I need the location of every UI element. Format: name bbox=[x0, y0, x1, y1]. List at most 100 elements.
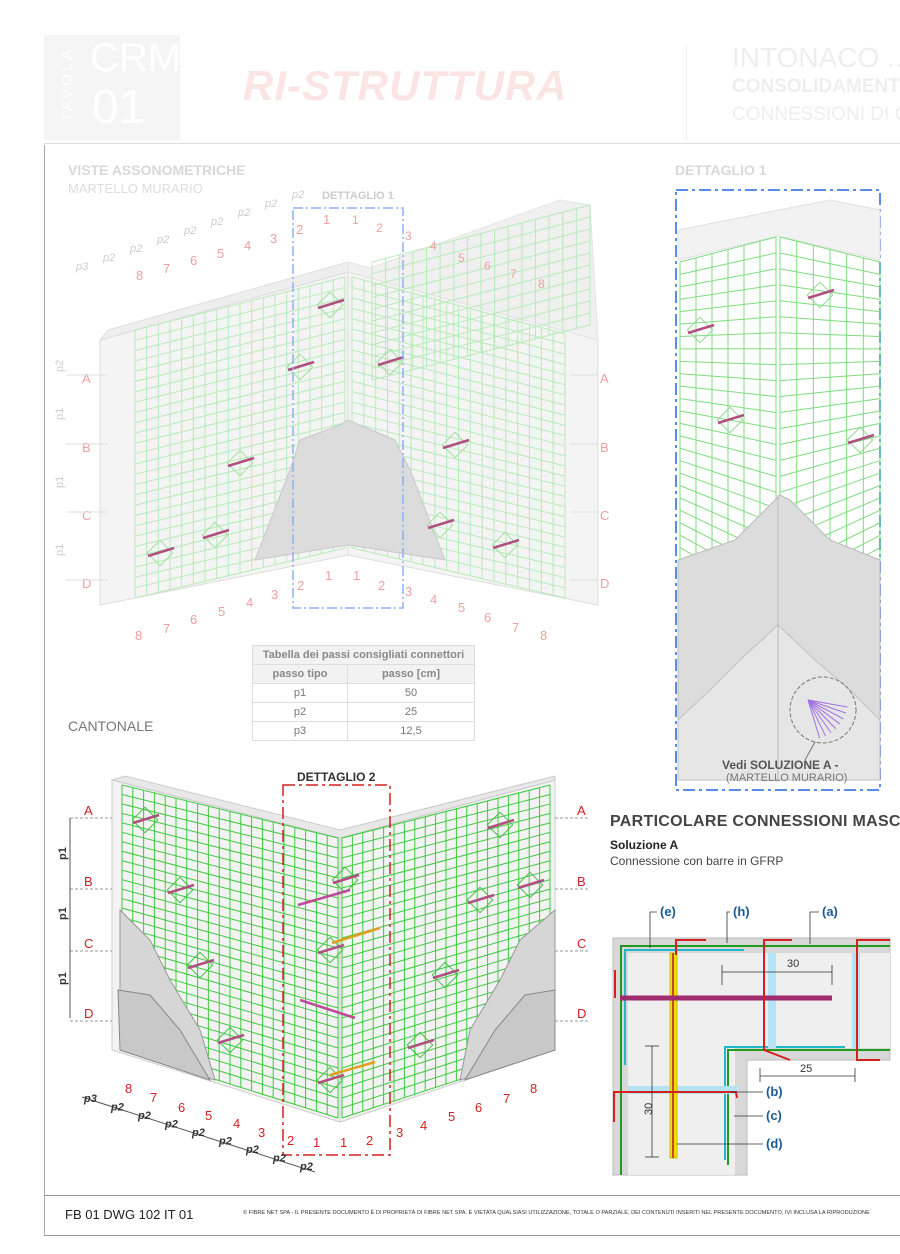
row-label-right: C bbox=[577, 936, 586, 951]
grid-line bbox=[351, 307, 566, 365]
grid-line bbox=[679, 385, 777, 398]
fiber-fan bbox=[807, 699, 821, 739]
gfrp-bar bbox=[227, 456, 255, 468]
table-caption: Tabella dei passi consigliati connettori bbox=[252, 645, 475, 665]
column-number-top: 7 bbox=[510, 267, 517, 281]
grid-line bbox=[134, 349, 346, 403]
column-number: 7 bbox=[150, 1090, 157, 1105]
mesh-back bbox=[371, 204, 591, 381]
column-number: 1 bbox=[353, 568, 360, 583]
grid-line bbox=[679, 460, 777, 493]
drawing-code: FB 01 DWG 102 IT 01 bbox=[65, 1207, 194, 1222]
detail2-label: DETTAGLIO 2 bbox=[297, 770, 376, 784]
pitch-label-vertical: p1 bbox=[54, 544, 66, 556]
grid-line bbox=[679, 316, 777, 325]
detail-callout-circle bbox=[789, 676, 857, 744]
pitch-label-vertical: p2 bbox=[54, 360, 66, 372]
grid-line bbox=[121, 831, 339, 889]
gfrp-bar bbox=[132, 813, 160, 825]
connector-anchor bbox=[131, 806, 159, 834]
grid-line bbox=[121, 822, 339, 879]
grid-line bbox=[779, 316, 881, 325]
grid-line bbox=[341, 841, 551, 899]
pitch-label-bottom: p2 bbox=[245, 1144, 259, 1156]
grid-line bbox=[779, 360, 881, 366]
gfrp-bar bbox=[847, 433, 875, 445]
column-number-top: 8 bbox=[538, 277, 545, 291]
component-label: (h) bbox=[733, 904, 750, 919]
gfrp-bar bbox=[407, 1038, 435, 1050]
gfrp-bar bbox=[317, 1073, 345, 1085]
grid-line bbox=[121, 888, 339, 949]
detail1-title: DETTAGLIO 1 bbox=[675, 162, 767, 178]
grid-line bbox=[779, 236, 881, 263]
grid-line bbox=[779, 422, 881, 445]
bar-hook bbox=[675, 939, 706, 955]
gfrp-bar bbox=[167, 883, 195, 895]
grid-line bbox=[351, 286, 566, 345]
gfrp-bar bbox=[377, 355, 405, 367]
grid-line bbox=[121, 784, 339, 839]
connector-anchor bbox=[716, 406, 744, 434]
gfrp-bar bbox=[299, 998, 356, 1020]
column-number: 1 bbox=[313, 1135, 320, 1150]
pitch-label-bottom: p2 bbox=[299, 1161, 313, 1173]
grid-line bbox=[779, 252, 881, 275]
grid-line bbox=[679, 422, 777, 445]
column-number: 8 bbox=[530, 1081, 537, 1096]
header-rule bbox=[44, 143, 900, 144]
grid-line bbox=[351, 339, 566, 396]
grid-line bbox=[779, 447, 881, 477]
row-label-left: D bbox=[84, 1006, 93, 1021]
views-subtitle: MARTELLO MURARIO bbox=[68, 181, 203, 196]
connector-anchor bbox=[226, 449, 254, 477]
gfrp-bar bbox=[492, 538, 520, 550]
pitch-label-vertical: p1 bbox=[57, 847, 69, 860]
column-number: 2 bbox=[287, 1133, 294, 1148]
grid-line bbox=[351, 328, 566, 386]
dimension-label: 30 bbox=[643, 1103, 655, 1115]
column-number: 6 bbox=[178, 1100, 185, 1115]
grid-line bbox=[351, 359, 566, 416]
row-label-right: C bbox=[600, 508, 609, 523]
grid-line bbox=[134, 412, 346, 465]
gfrp-bar bbox=[517, 878, 545, 890]
resin-filled-hole bbox=[628, 1086, 738, 1094]
grid-line bbox=[341, 926, 551, 989]
header-subtitle-2: CONNESSIONI DI C bbox=[732, 104, 900, 125]
detail1-wall-top bbox=[677, 199, 881, 261]
grid-line bbox=[134, 339, 346, 393]
grid-line bbox=[779, 460, 881, 493]
views-title: VISTE ASSONOMETRICHE bbox=[68, 162, 246, 178]
grid-line bbox=[121, 812, 339, 869]
row-label-right: D bbox=[577, 1006, 586, 1021]
grid-line bbox=[134, 547, 346, 599]
green-mesh-inner bbox=[727, 1049, 890, 1165]
grid-line bbox=[679, 447, 777, 477]
solution-title: Soluzione A bbox=[610, 838, 679, 852]
connector-anchor bbox=[146, 539, 174, 567]
component-label: (a) bbox=[822, 904, 838, 919]
pitch-label-bottom: p2 bbox=[218, 1136, 232, 1148]
grid-line bbox=[134, 370, 346, 424]
row-label-left: B bbox=[84, 874, 93, 889]
green-mesh-outer bbox=[620, 945, 890, 1175]
grid-line bbox=[121, 907, 339, 969]
grid-line bbox=[121, 869, 339, 929]
grid-line bbox=[341, 822, 551, 879]
connector-anchor bbox=[516, 871, 544, 899]
detail1-note: Vedi SOLUZIONE A - bbox=[722, 758, 839, 772]
grid-line bbox=[371, 240, 591, 298]
pitch-label-bottom: p3 bbox=[83, 1093, 97, 1105]
sheet-badge bbox=[44, 35, 180, 140]
grid-line bbox=[121, 926, 339, 989]
grid-line bbox=[679, 435, 777, 461]
fiber-fan bbox=[807, 699, 832, 734]
grid-line bbox=[371, 312, 591, 369]
detail1-label: DETTAGLIO 1 bbox=[322, 190, 394, 202]
row-label-right: B bbox=[600, 440, 609, 455]
grid-line bbox=[121, 879, 339, 939]
brand-logo: RI-STRUTTURA bbox=[243, 62, 568, 109]
column-number: 4 bbox=[420, 1118, 427, 1133]
component-label: (e) bbox=[660, 904, 676, 919]
